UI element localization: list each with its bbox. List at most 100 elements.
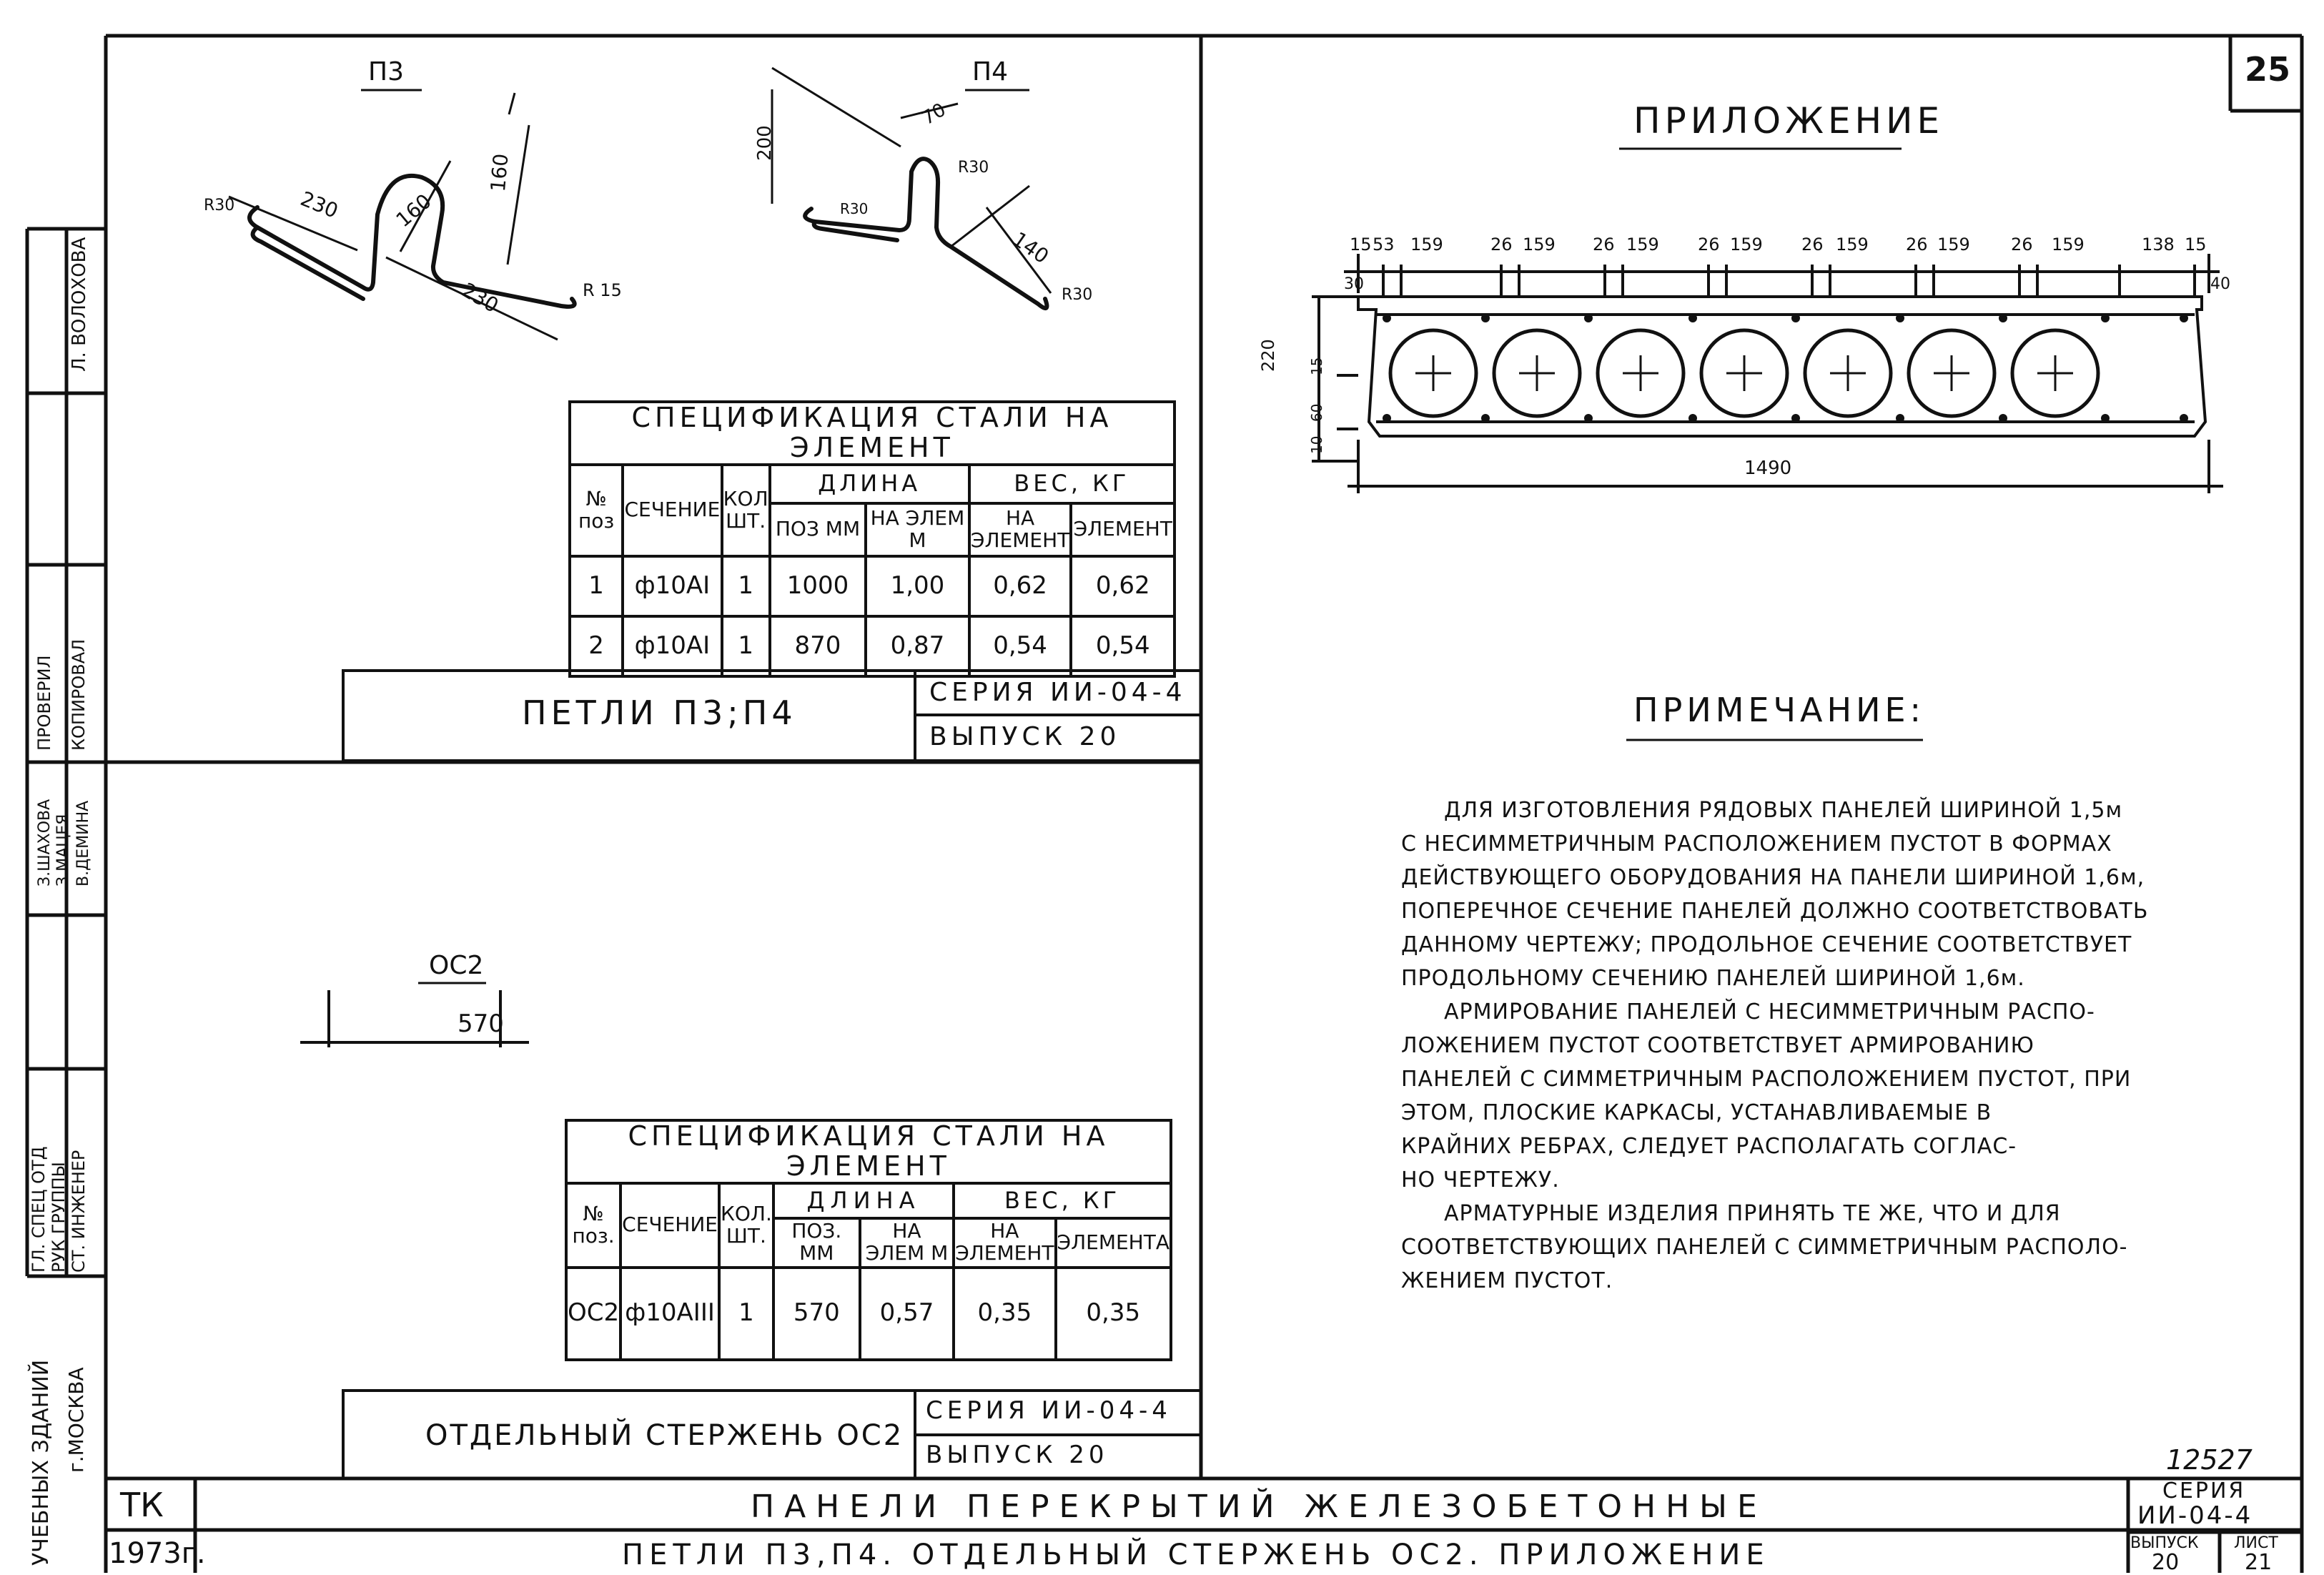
panel-rebar-dots [1383,314,2188,423]
dim: 159 [1626,234,1659,255]
p3-heading: П3 [368,57,404,87]
dim: 15 [2185,234,2207,255]
cell: ф10АIII [619,1265,721,1361]
os2-length: 570 [458,1009,504,1038]
dim-40: 40 [2210,275,2230,293]
p4-heading: П4 [972,57,1008,87]
hdr-length-elem: НА ЭЛЕМ М [858,1216,956,1269]
note-line: ЖЕНИЕМ ПУСТОТ. [1401,1268,1613,1293]
dim: 53 [1373,234,1395,255]
hdr-weight: ВЕС, КГ [967,463,1177,505]
cell: 0,62 [1069,554,1176,618]
cell: 870 [768,614,868,678]
title-line2: ПЕТЛИ П3,П4. ОТДЕЛЬНЫЙ СТЕРЖЕНЬ ОС2. ПРИ… [622,1539,1770,1571]
appendix-top-dims: 15 53 159 26 159 26 159 26 159 26 159 26… [1350,234,2229,263]
stamp-2-issue: ВЫПУСК 20 [926,1441,1109,1469]
hdr-length-elem: НА ЭЛЕМ М [864,501,971,558]
note-line: СООТВЕТСТВУЮЩИХ ПАНЕЛЕЙ С СИММЕТРИЧНЫМ Р… [1401,1235,2128,1260]
hdr-weight-elem: ЭЛЕМЕНТ [1069,501,1176,558]
cell: ОС2 [564,1265,623,1361]
note-line: ПАНЕЛЕЙ С СИММЕТРИЧНЫМ РАСПОЛОЖЕНИЕМ ПУС… [1401,1067,2132,1092]
cell: ф10АI [621,614,723,678]
table-row: ОС2 ф10АIII 1 570 0,57 0,35 0,35 [564,1265,1173,1361]
stamp-2-series: СЕРИЯ ИИ-04-4 [926,1396,1172,1425]
cell: 2 [568,614,625,678]
cell: 0,62 [967,554,1073,618]
dim: 26 [1801,234,1824,255]
stamp-2-title: ОТДЕЛЬНЫЙ СТЕРЖЕНЬ ОС2 [425,1419,904,1452]
org-line1: УЧЕБНЫХ ЗДАНИЙ [29,1359,54,1566]
spec-table-2-caption: СПЕЦИФИКАЦИЯ СТАЛИ НА ЭЛЕМЕНТ [565,1119,1172,1185]
note-line: НО ЧЕРТЕЖУ. [1401,1167,1560,1193]
note-line: ПОПЕРЕЧНОЕ СЕЧЕНИЕ ПАНЕЛЕЙ ДОЛЖНО СООТВЕ… [1401,899,2149,924]
left-strip: ГЛ. СПЕЦ ОТД РУК ГРУППЫ СТ. ИНЖЕНЕР ПРОВ… [0,0,106,1573]
table-row: 2 ф10АI 1 870 0,87 0,54 0,54 [568,614,1176,678]
appendix-title: ПРИЛОЖЕНИЕ [1633,100,1944,142]
cell: 1000 [768,554,868,618]
cell: 1 [720,614,771,678]
note-body: ДЛЯ ИЗГОТОВЛЕНИЯ РЯДОВЫХ ПАНЕЛЕЙ ШИРИНОЙ… [1401,794,2230,1298]
tb-sheet-label: ЛИСТ [2234,1534,2278,1552]
dim-10: 10 [1308,435,1325,454]
role-checked: ПРОВЕРИЛ [34,655,54,751]
hdr-pos: № поз. [564,1181,623,1269]
stamp-1-issue: ВЫПУСК 20 [929,722,1121,751]
cell: 0,35 [952,1265,1057,1361]
tb-series-value: ИИ-04-4 [2137,1501,2253,1530]
dim: 26 [1490,234,1513,255]
hdr-weight-elem: ЭЛЕМЕНТА [1054,1216,1173,1269]
hdr-section: СЕЧЕНИЕ [621,463,723,558]
dim-60: 60 [1308,403,1325,422]
name-demina: В.ДЕМИНА [74,800,92,887]
stamp-1-title: ПЕТЛИ П3;П4 [522,693,797,732]
dim: 15 [1350,234,1372,255]
loop-p3-dims [228,92,558,341]
dim: 159 [1937,234,1970,255]
dim: 159 [1836,234,1869,255]
spec-table-1: СПЕЦИФИКАЦИЯ СТАЛИ НА ЭЛЕМЕНТ № поз СЕЧЕ… [568,400,1177,678]
dim: 159 [1523,234,1556,255]
note-line: АРМИРОВАНИЕ ПАНЕЛЕЙ С НЕСИММЕТРИЧНЫМ РАС… [1444,999,2095,1025]
note-line: АРМАТУРНЫЕ ИЗДЕЛИЯ ПРИНЯТЬ ТЕ ЖЕ, ЧТО И … [1444,1201,2061,1226]
p4-dim-r30b: R30 [840,200,869,217]
tb-series-label: СЕРИЯ [2162,1478,2246,1504]
note-line: ЛОЖЕНИЕМ ПУСТОТ СООТВЕТСТВУЕТ АРМИРОВАНИ… [1401,1033,2034,1058]
hdr-length: ДЛИНА [771,1181,956,1220]
tk-label: ТК [120,1486,164,1524]
hdr-pos: № поз [568,463,625,558]
loop-p4-dims [771,66,1052,294]
note-title: ПРИМЕЧАНИЕ: [1633,691,1926,729]
note-line: ПРОДОЛЬНОМУ СЕЧЕНИЮ ПАНЕЛЕЙ ШИРИНОЙ 1,6м… [1401,966,2025,991]
cell: 1,00 [864,554,971,618]
rod-os2-shape [300,990,529,1047]
name-matseya: З.МАЦЕЯ [54,814,72,887]
note-line: ДЕЙСТВУЮЩЕГО ОБОРУДОВАНИЯ НА ПАНЕЛИ ШИРИ… [1401,865,2145,890]
role-gl-spec: ГЛ. СПЕЦ ОТД [29,1146,49,1273]
hdr-qty: КОЛ ШТ. [720,463,771,558]
dim-30: 30 [1344,275,1364,293]
tb-issue-value: 20 [2152,1550,2180,1575]
p4-dim-r30a: R30 [958,159,989,177]
cell: 0,54 [1069,614,1176,678]
dim-220: 220 [1258,339,1278,372]
sheet-number: 25 [2245,50,2291,89]
panel-void-centerlines [1415,355,2073,391]
panel-section-drawing [1312,254,2223,493]
note-line: ЭТОМ, ПЛОСКИЕ КАРКАСЫ, УСТАНАВЛИВАЕМЫЕ В [1401,1100,1992,1125]
dim: 159 [1410,234,1443,255]
hdr-length: ДЛИНА [768,463,971,505]
table-row: 1 ф10АI 1 1000 1,00 0,62 0,62 [568,554,1176,618]
dim-15: 15 [1308,357,1325,375]
dim: 159 [1730,234,1763,255]
note-line: ДЛЯ ИЗГОТОВЛЕНИЯ РЯДОВЫХ ПАНЕЛЕЙ ШИРИНОЙ… [1444,798,2123,823]
hdr-length-pos: ПОЗ ММ [768,501,868,558]
title-line1: ПАНЕЛИ ПЕРЕКРЫТИЙ ЖЕЛЕЗОБЕТОННЫЕ [751,1488,1767,1525]
p3-dim-160b: 160 [485,152,513,193]
cell: 1 [568,554,625,618]
dim: 26 [1906,234,1928,255]
hdr-length-pos: ПОЗ. ММ [771,1216,861,1269]
os2-heading: ОС2 [429,951,484,980]
p3-dim-r30: R30 [204,197,235,214]
stamp-1-series: СЕРИЯ ИИ-04-4 [929,678,1187,707]
